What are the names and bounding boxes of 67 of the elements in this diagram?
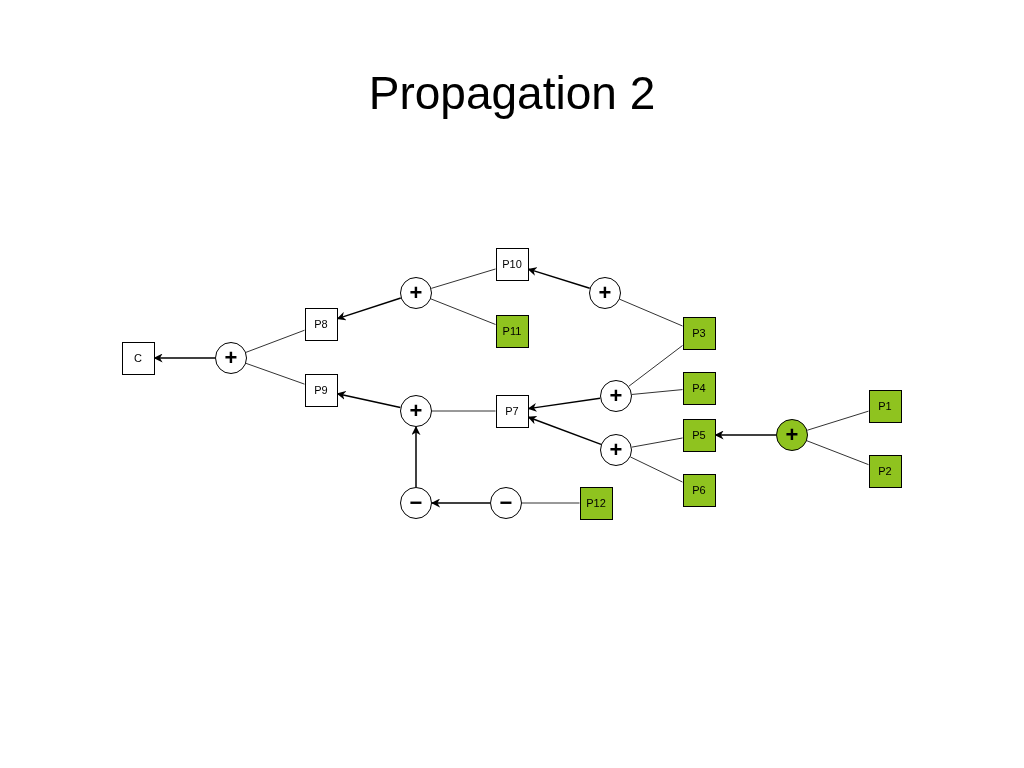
parameter-box [682, 316, 716, 350]
connector-line [521, 502, 580, 504]
operator-symbol: + [598, 282, 612, 304]
operator-symbol: + [224, 347, 238, 369]
arrow [153, 353, 216, 363]
parameter-box [304, 307, 338, 341]
parameter-box [868, 454, 902, 488]
arrow [714, 430, 777, 440]
node-label: P6 [692, 484, 706, 496]
operator-circle [490, 487, 522, 519]
operator-circle [215, 342, 247, 374]
operator-symbol: − [409, 492, 423, 514]
connector-line [245, 329, 305, 353]
connector-line [619, 298, 683, 327]
operator-circle [600, 434, 632, 466]
node-label: C [134, 352, 142, 364]
arrow [336, 391, 402, 409]
operator-symbol: + [409, 400, 423, 422]
connector-line [430, 268, 496, 289]
operator-circle [589, 277, 621, 309]
parameter-box [682, 418, 716, 452]
operator-symbol: + [609, 385, 623, 407]
connector-line [806, 410, 869, 431]
parameter-box [495, 314, 529, 348]
arrow [527, 415, 602, 446]
node-label: P11 [502, 325, 522, 337]
parameter-box [121, 341, 155, 375]
connector-line [431, 410, 496, 412]
arrow [527, 397, 601, 412]
node-label: P5 [692, 429, 706, 441]
connector-line [430, 298, 496, 325]
arrow [336, 297, 402, 321]
arrow [431, 498, 491, 508]
operator-symbol: + [609, 439, 623, 461]
parameter-box [495, 247, 529, 281]
operator-circle [400, 395, 432, 427]
connector-line [631, 437, 683, 448]
node-label: P8 [314, 318, 328, 330]
operator-circle [600, 380, 632, 412]
node-label: P2 [878, 465, 892, 477]
parameter-box [495, 394, 529, 428]
connector-line [629, 456, 683, 483]
node-label: P12 [586, 497, 606, 509]
connector-line [806, 440, 869, 466]
parameter-box [579, 486, 613, 520]
connector-line [245, 362, 305, 385]
operator-symbol: + [409, 282, 423, 304]
node-label: P7 [505, 405, 519, 417]
parameter-box [682, 473, 716, 507]
parameter-box [868, 389, 902, 423]
node-label: P10 [502, 258, 522, 270]
parameter-box [682, 371, 716, 405]
connector-line [631, 389, 683, 395]
node-label: P1 [878, 400, 892, 412]
node-label: P3 [692, 327, 706, 339]
operator-circle [400, 277, 432, 309]
operator-symbol: − [499, 492, 513, 514]
node-label: P4 [692, 382, 706, 394]
operator-circle [776, 419, 808, 451]
arrow [411, 426, 421, 488]
operator-circle [400, 487, 432, 519]
parameter-box [304, 373, 338, 407]
node-label: P9 [314, 384, 328, 396]
connector-line [628, 345, 683, 387]
operator-symbol: + [785, 424, 799, 446]
arrow [527, 267, 591, 289]
slide-title: Propagation 2 [367, 66, 657, 120]
